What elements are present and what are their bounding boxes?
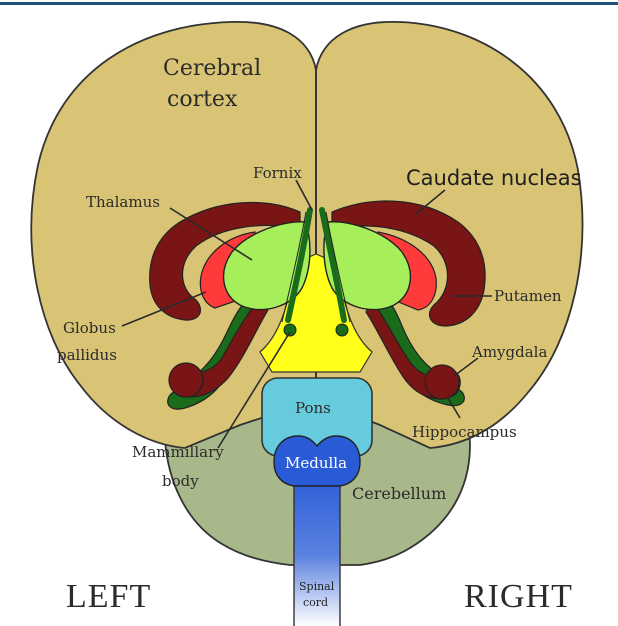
- label-globus-pallidus-1: Globus: [63, 319, 116, 337]
- amygdala-left: [169, 363, 203, 397]
- label-left: LEFT: [66, 578, 151, 615]
- label-fornix: Fornix: [253, 164, 302, 182]
- mammillary-body-right: [336, 324, 348, 336]
- label-caudate-nucleus: Caudate nucleas: [406, 166, 582, 190]
- top-rule: [0, 2, 618, 5]
- label-thalamus: Thalamus: [86, 193, 160, 211]
- label-cerebral-cortex-1: Cerebral: [163, 56, 261, 81]
- amygdala-right: [425, 365, 459, 399]
- label-amygdala: Amygdala: [471, 343, 547, 361]
- label-globus-pallidus-2: pallidus: [57, 346, 117, 364]
- label-right: RIGHT: [464, 578, 573, 615]
- label-spinal-cord-2: cord: [303, 596, 328, 609]
- label-spinal-cord-1: Spinal: [299, 580, 335, 593]
- label-medulla: Medulla: [285, 454, 347, 472]
- label-cerebral-cortex-2: cortex: [167, 87, 238, 112]
- label-cerebellum: Cerebellum: [352, 484, 446, 503]
- label-pons: Pons: [295, 399, 331, 417]
- label-putamen: Putamen: [494, 287, 562, 305]
- label-hippocampus: Hippocampus: [412, 423, 517, 441]
- label-mammillary-2: body: [162, 472, 199, 490]
- label-mammillary-1: Mammillary: [132, 443, 224, 461]
- mammillary-body-left: [284, 324, 296, 336]
